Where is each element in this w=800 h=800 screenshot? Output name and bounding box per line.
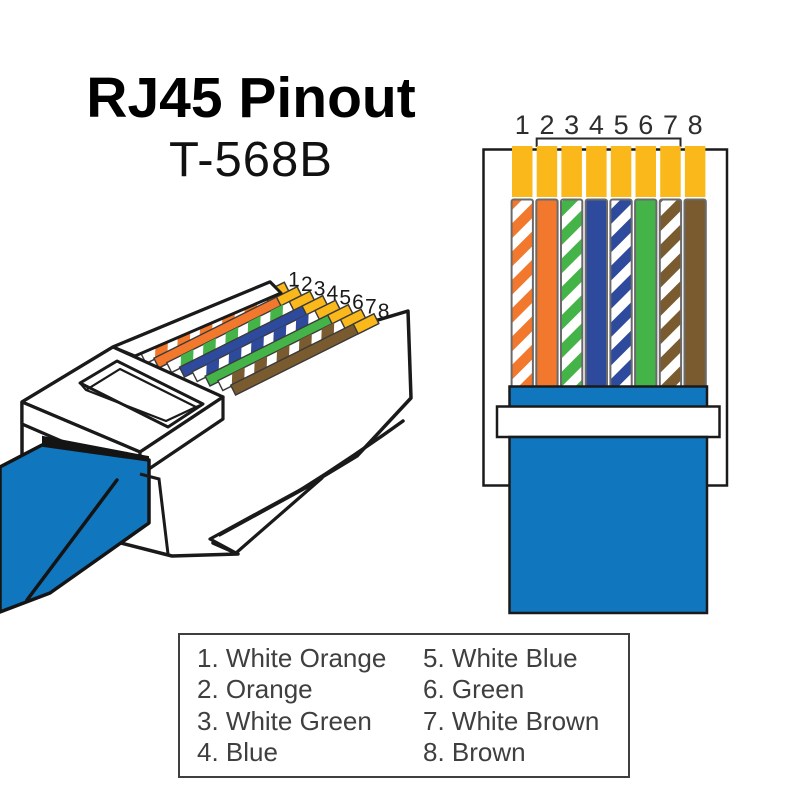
pin-number-3d-2: 2 — [301, 273, 313, 296]
front-gold-pin-6 — [635, 146, 656, 197]
latch-lever-tip-inner-line — [218, 483, 315, 537]
legend-item-8: 8. Brown — [423, 736, 526, 767]
front-pin-number-4: 4 — [589, 110, 604, 140]
legend-item-6: 6. Green — [423, 674, 525, 705]
wire-3d-8 — [229, 312, 380, 396]
front-wire-8 — [683, 198, 707, 391]
title-block: RJ45 Pinout T-568B — [20, 70, 482, 185]
cable-3d — [0, 443, 151, 614]
front-gold-pin-7 — [660, 146, 681, 197]
front-pin-number-1: 1 — [515, 110, 530, 140]
front-wire-5 — [609, 198, 633, 391]
gold-tip-3d-8 — [352, 312, 380, 335]
legend-item-2: 2. Orange — [197, 674, 313, 705]
pin-number-3d-7: 7 — [365, 296, 377, 319]
cable-crease-line — [25, 478, 119, 602]
front-gold-pin-3 — [561, 146, 582, 197]
front-pin-number-2: 2 — [539, 110, 554, 140]
strain-relief-bar-front — [495, 405, 721, 439]
pin-number-3d-6: 6 — [352, 291, 364, 314]
front-gold-pin-8 — [684, 146, 706, 197]
page-title: RJ45 Pinout — [86, 66, 416, 130]
front-wire-7 — [658, 198, 683, 391]
pin-number-3d-3: 3 — [314, 278, 326, 301]
front-pin-number-3: 3 — [564, 110, 579, 140]
cable-jacket-bottom-front — [508, 435, 709, 615]
wires-front — [510, 198, 707, 391]
front-gold-pin-1 — [512, 146, 533, 197]
legend-item-3: 3. White Green — [197, 705, 372, 736]
latch-hole-inner-wall — [79, 367, 204, 423]
front-wire-6 — [634, 198, 658, 391]
front-wire-4 — [584, 198, 609, 391]
latch-lever-tip — [208, 476, 324, 555]
front-pin-number-5: 5 — [614, 110, 629, 140]
front-pin-number-6: 6 — [638, 110, 653, 140]
wires-3d — [140, 281, 380, 396]
body-front-edge — [139, 472, 170, 555]
legend-item-7: 7. White Brown — [423, 705, 600, 736]
legend-item-1: 1. White Orange — [197, 643, 387, 674]
front-gold-pin-4 — [586, 146, 607, 197]
wire-3d-5 — [191, 299, 342, 383]
pin-number-3d-8: 8 — [378, 300, 390, 323]
front-pin-number-7: 7 — [663, 110, 678, 140]
legend-item-5: 5. White Blue — [423, 643, 578, 674]
pin-group-bracket — [535, 137, 682, 147]
front-wire-1 — [510, 198, 534, 391]
cable-jacket-top-front — [508, 385, 709, 409]
pin-number-3d-5: 5 — [339, 287, 351, 310]
pin-number-3d-4: 4 — [327, 282, 339, 305]
front-gold-pin-5 — [610, 146, 632, 197]
front-pin-number-8: 8 — [688, 110, 703, 140]
front-wire-2 — [535, 198, 559, 391]
front-gold-pin-2 — [536, 146, 558, 197]
front-wire-3 — [560, 198, 584, 391]
pin-number-3d-1: 1 — [288, 269, 300, 292]
legend-item-4: 4. Blue — [197, 736, 278, 767]
gold-pins-front — [512, 146, 706, 197]
standard-subtitle: T-568B — [169, 133, 333, 187]
wire-3d-6 — [204, 303, 355, 387]
